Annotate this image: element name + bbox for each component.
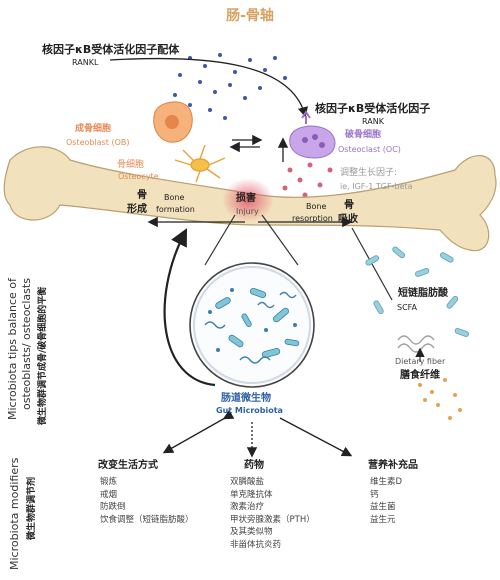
fiber-label-zh: 膳食纤维	[400, 370, 440, 381]
lifestyle-item: 饮食调整（短链脂肪酸）	[100, 514, 194, 525]
growth-factor-label-en: ie, IGF-1,TGF-beta	[340, 182, 413, 191]
rankl-label-en: RANKL	[72, 58, 99, 67]
side-microbes	[365, 246, 469, 337]
rankl-arrow	[109, 57, 308, 118]
rankl-label-zh: 核因子κB受体活化因子配体	[42, 43, 180, 56]
lifestyle-title: 改变生活方式	[98, 460, 158, 471]
supplements-item: 益生菌	[370, 502, 396, 512]
balance-label-en2: osteoblasts/ osteoclasts	[20, 278, 33, 410]
balance-label-zh: 微生物群调节成骨/破骨细胞的平衡	[38, 286, 48, 425]
scfa-label-en: SCFA	[397, 303, 418, 312]
supplements-item: 益生元	[370, 514, 396, 525]
supplements-title: 营养补充品	[368, 460, 418, 471]
rankl-dots	[173, 53, 287, 120]
drugs-item: 单克隆抗体	[230, 489, 273, 500]
gut-label-zh: 肠道微生物	[221, 393, 271, 404]
arrow-to-supplements	[279, 417, 353, 457]
drugs-item: 甲状旁腺激素（PTH）	[230, 514, 315, 525]
bone-formation-en2: formation	[156, 205, 195, 214]
lifestyle-list: 锻炼 戒烟 防跌倒 饮食调整（短链脂肪酸）	[100, 476, 194, 526]
lifestyle-item: 锻炼	[100, 477, 118, 487]
page-title: 肠-骨轴	[226, 8, 274, 24]
bone-resorption-zh1: 骨	[344, 200, 354, 211]
rank-label-en: RANK	[362, 117, 384, 126]
injury-label-en: Injury	[236, 207, 259, 216]
rank-receptor	[301, 110, 311, 124]
lifestyle-item: 防跌倒	[100, 502, 126, 512]
osteoclast-cell	[289, 125, 336, 159]
supplements-list: 维生素D 钙 益生菌 益生元	[370, 476, 402, 526]
bone-formation-zh2: 形成	[127, 204, 147, 215]
lifestyle-item: 戒烟	[100, 489, 118, 500]
fiber-label-en: Dietary fiber	[395, 357, 446, 366]
exchange-icon	[229, 134, 263, 153]
drugs-item: 激素治疗	[230, 502, 265, 512]
balance-label-en1: Microbiota tips balance of	[6, 278, 19, 420]
scfa-line	[351, 227, 393, 301]
arrow-to-lifestyle	[162, 409, 235, 454]
magnifier-line-right	[261, 214, 299, 266]
bone-formation-en1: Bone	[164, 193, 185, 202]
osteoclast-label-zh: 破骨细胞	[345, 130, 382, 140]
growth-factor-label-zh: 调整生长因子:	[340, 168, 398, 178]
modifiers-label-en: Microbiota modifiers	[8, 457, 21, 570]
osteoblast-label-zh: 成骨细胞	[75, 124, 112, 134]
drugs-item: 双膦酸盐	[230, 477, 265, 487]
osteoblast-cell	[153, 101, 193, 143]
bone-resorption-zh2: 吸收	[338, 214, 358, 225]
gut-label-en: Gut Microbiota	[216, 406, 283, 415]
drugs-list: 双膦酸盐 单克隆抗体 激素治疗 甲状旁腺激素（PTH） 及其类似物 非甾体抗炎药	[230, 476, 315, 551]
gut-microbiota-circle	[189, 262, 315, 388]
supplements-item: 钙	[370, 489, 379, 500]
injury-label-zh: 损害	[236, 193, 256, 204]
drugs-item: 及其类似物	[230, 527, 273, 537]
drugs-title: 药物	[244, 460, 264, 471]
growth-factor-dots	[282, 162, 333, 198]
osteocyte-label-en: Osteocyte	[118, 172, 159, 181]
injury-glow	[222, 178, 274, 222]
supplements-item: 维生素D	[370, 477, 403, 487]
rank-label-zh: 核因子κB受体活化因子	[315, 102, 431, 115]
bone-resorption-en1: Bone	[306, 202, 327, 211]
scfa-dots	[418, 378, 462, 420]
osteocyte-cell	[174, 144, 226, 183]
drugs-item: 非甾体抗炎药	[230, 539, 282, 550]
osteocyte-label-zh: 骨细胞	[117, 160, 145, 170]
scfa-label-zh: 短链脂肪酸	[398, 288, 448, 299]
bone-formation-zh1: 骨	[137, 190, 147, 201]
gut-to-bone-arrow	[163, 228, 216, 387]
osteoclast-label-en: Osteoclast (OC)	[338, 145, 401, 154]
modifiers-label-zh: 微生物群调节剂	[27, 476, 37, 540]
magnifier-line-left	[204, 214, 236, 266]
osteoblast-label-en: Osteoblast (OB)	[66, 138, 130, 147]
bone-resorption-en2: resorption	[292, 214, 333, 223]
fiber-icon	[397, 335, 435, 353]
